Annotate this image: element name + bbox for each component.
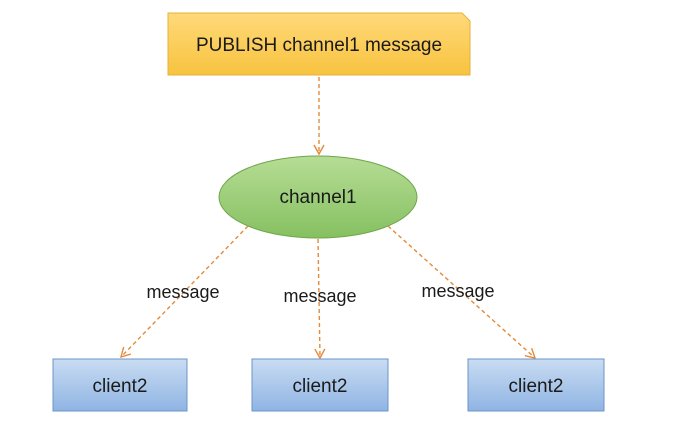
client-label-right: client2 bbox=[509, 376, 564, 397]
channel-to-client-arrow-right bbox=[387, 225, 537, 359]
channel-label: channel1 bbox=[279, 187, 356, 208]
edge-label-center: message bbox=[283, 286, 356, 306]
client-box-left bbox=[52, 358, 188, 412]
client-label-left: client2 bbox=[93, 376, 148, 397]
publish-node: PUBLISH channel1 message bbox=[167, 12, 471, 76]
client-box-right bbox=[467, 358, 605, 412]
client-label-center: client2 bbox=[293, 376, 348, 397]
channel-to-client-arrow-center bbox=[314, 238, 326, 360]
client-node-right: client2 bbox=[467, 358, 605, 412]
client-box-center bbox=[251, 358, 389, 412]
client-node-center: client2 bbox=[251, 358, 389, 412]
channel-node: channel1 bbox=[218, 155, 418, 239]
publish-label: PUBLISH channel1 message bbox=[196, 35, 442, 56]
client-node-left: client2 bbox=[52, 358, 188, 412]
channel-ellipse bbox=[218, 155, 418, 239]
publish-box bbox=[167, 12, 471, 76]
edge-label-left: message bbox=[146, 282, 219, 302]
edge-label-right: message bbox=[421, 281, 494, 301]
channel-to-client-arrow-left bbox=[119, 225, 249, 359]
